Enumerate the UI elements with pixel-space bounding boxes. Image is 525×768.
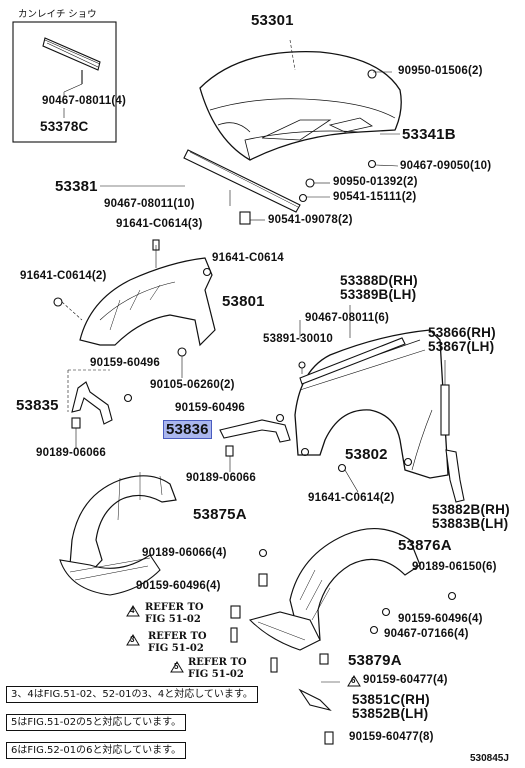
part-label: 90467-08011(6)	[305, 312, 390, 324]
part-label: 90159-60496(4)	[136, 580, 221, 592]
inset-frame	[12, 21, 117, 143]
note-box-3: 6はFIG.52-01の6と対応しています。	[6, 742, 187, 759]
part-label: 90467-09050(10)	[400, 160, 492, 172]
part-label: 90467-08011(4)	[42, 95, 127, 107]
part-label: 53851C(RH)	[352, 692, 430, 707]
part-label: 90950-01392(2)	[333, 176, 418, 188]
hood-outline	[199, 50, 402, 161]
part-label: 90189-06066	[186, 472, 256, 484]
part-label: 53835	[16, 397, 59, 414]
part-label: 53891-30010	[263, 333, 333, 345]
part-label: 53341B	[402, 126, 456, 143]
part-label: 90159-60496(4)	[398, 613, 483, 625]
part-label: 53388D(RH)	[340, 273, 418, 288]
note-box-1: 3、4はFIG.51-02、52-01の3、4と対応しています。	[6, 686, 258, 703]
highlighted-part-53836: 53836	[163, 420, 212, 439]
part-label: 90950-01506(2)	[398, 65, 483, 77]
part-label: 53381	[55, 178, 98, 195]
part-label: 53802	[345, 446, 388, 463]
part-label: 90105-06260(2)	[150, 379, 235, 391]
part-label: 90541-15111(2)	[333, 191, 417, 203]
part-label: 90159-60496	[175, 402, 245, 414]
part-label: 91641-C0614	[212, 252, 284, 264]
part-label: 53378C	[40, 119, 89, 134]
part-label: 53852B(LH)	[352, 706, 429, 721]
part-label: 90159-60477(8)	[349, 731, 434, 743]
triangle-3-icon	[126, 634, 140, 646]
liner-53876a	[289, 527, 421, 641]
part-label: 90541-09078(2)	[268, 214, 353, 226]
triangle-4-icon	[126, 605, 140, 617]
part-label: 53883B(LH)	[432, 516, 509, 531]
part-label: 53875A	[193, 506, 247, 523]
part-label: 91641-C0614(2)	[20, 270, 107, 282]
part-label: 90159-60496	[90, 357, 160, 369]
part-label: 90189-06066(4)	[142, 547, 227, 559]
part-label: 53876A	[398, 537, 452, 554]
part-label: 53389B(LH)	[340, 287, 417, 302]
triangle-6-icon	[347, 675, 361, 687]
part-label: 90467-07166(4)	[384, 628, 469, 640]
part-label: 90189-06066	[36, 447, 106, 459]
part-label: 90467-08011(10)	[104, 198, 195, 210]
triangle-5-icon	[170, 661, 184, 673]
inset-caption: カンレイチ ショウ	[18, 9, 97, 20]
diagram-code: 530845J	[470, 753, 509, 764]
part-label: 53866(RH)	[428, 325, 496, 340]
part-label: 91641-C0614(3)	[116, 218, 203, 230]
part-label: 53882B(RH)	[432, 502, 510, 517]
part-label: 90189-06150(6)	[412, 561, 497, 573]
part-label: 91641-C0614(2)	[308, 492, 395, 504]
part-label: 53867(LH)	[428, 339, 495, 354]
part-label: 90159-60477(4)	[363, 674, 448, 686]
note-box-2: 5はFIG.51-02の5と対応しています。	[6, 714, 187, 731]
part-label: 53879A	[348, 652, 402, 669]
part-label: 53301	[251, 12, 294, 29]
part-label: 53801	[222, 293, 265, 310]
liner-53875a	[69, 475, 177, 576]
liner-lh-outline	[79, 257, 216, 347]
part-label: 53836	[163, 420, 212, 439]
